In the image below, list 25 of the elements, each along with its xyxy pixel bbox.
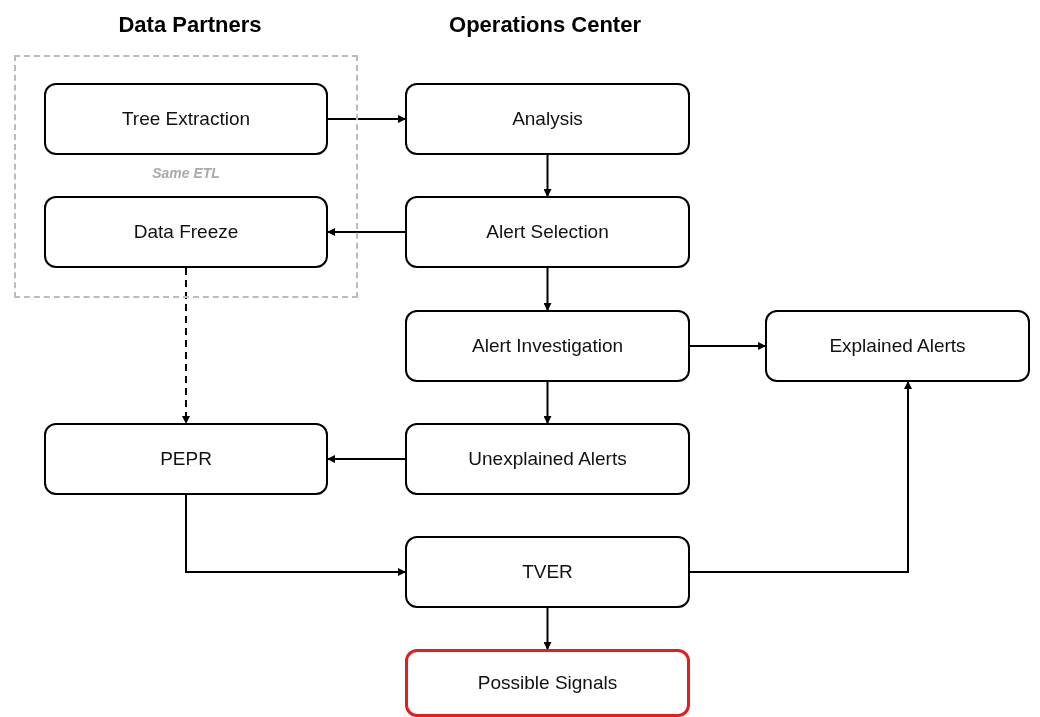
arrow [543,267,552,311]
arrow [327,228,406,236]
process-box: Alert Investigation [405,310,690,382]
arrow [689,342,766,350]
arrow [543,381,552,424]
arrow [689,381,912,573]
arrow [327,455,406,463]
group-label: Same ETL [151,165,221,181]
arrow [182,267,190,424]
arrow [185,494,406,576]
process-box: Alert Selection [405,196,690,268]
arrow [543,607,552,650]
arrow [543,154,552,197]
process-box: PEPR [44,423,328,495]
process-box: TVER [405,536,690,608]
highlighted-box: Possible Signals [405,649,690,717]
process-box: Analysis [405,83,690,155]
column-heading: Operations Center [449,12,641,38]
process-box: Unexplained Alerts [405,423,690,495]
column-heading: Data Partners [118,12,262,38]
process-box: Tree Extraction [44,83,328,155]
process-box: Data Freeze [44,196,328,268]
group-frame [14,55,358,298]
arrow [327,115,406,123]
process-box: Explained Alerts [765,310,1030,382]
